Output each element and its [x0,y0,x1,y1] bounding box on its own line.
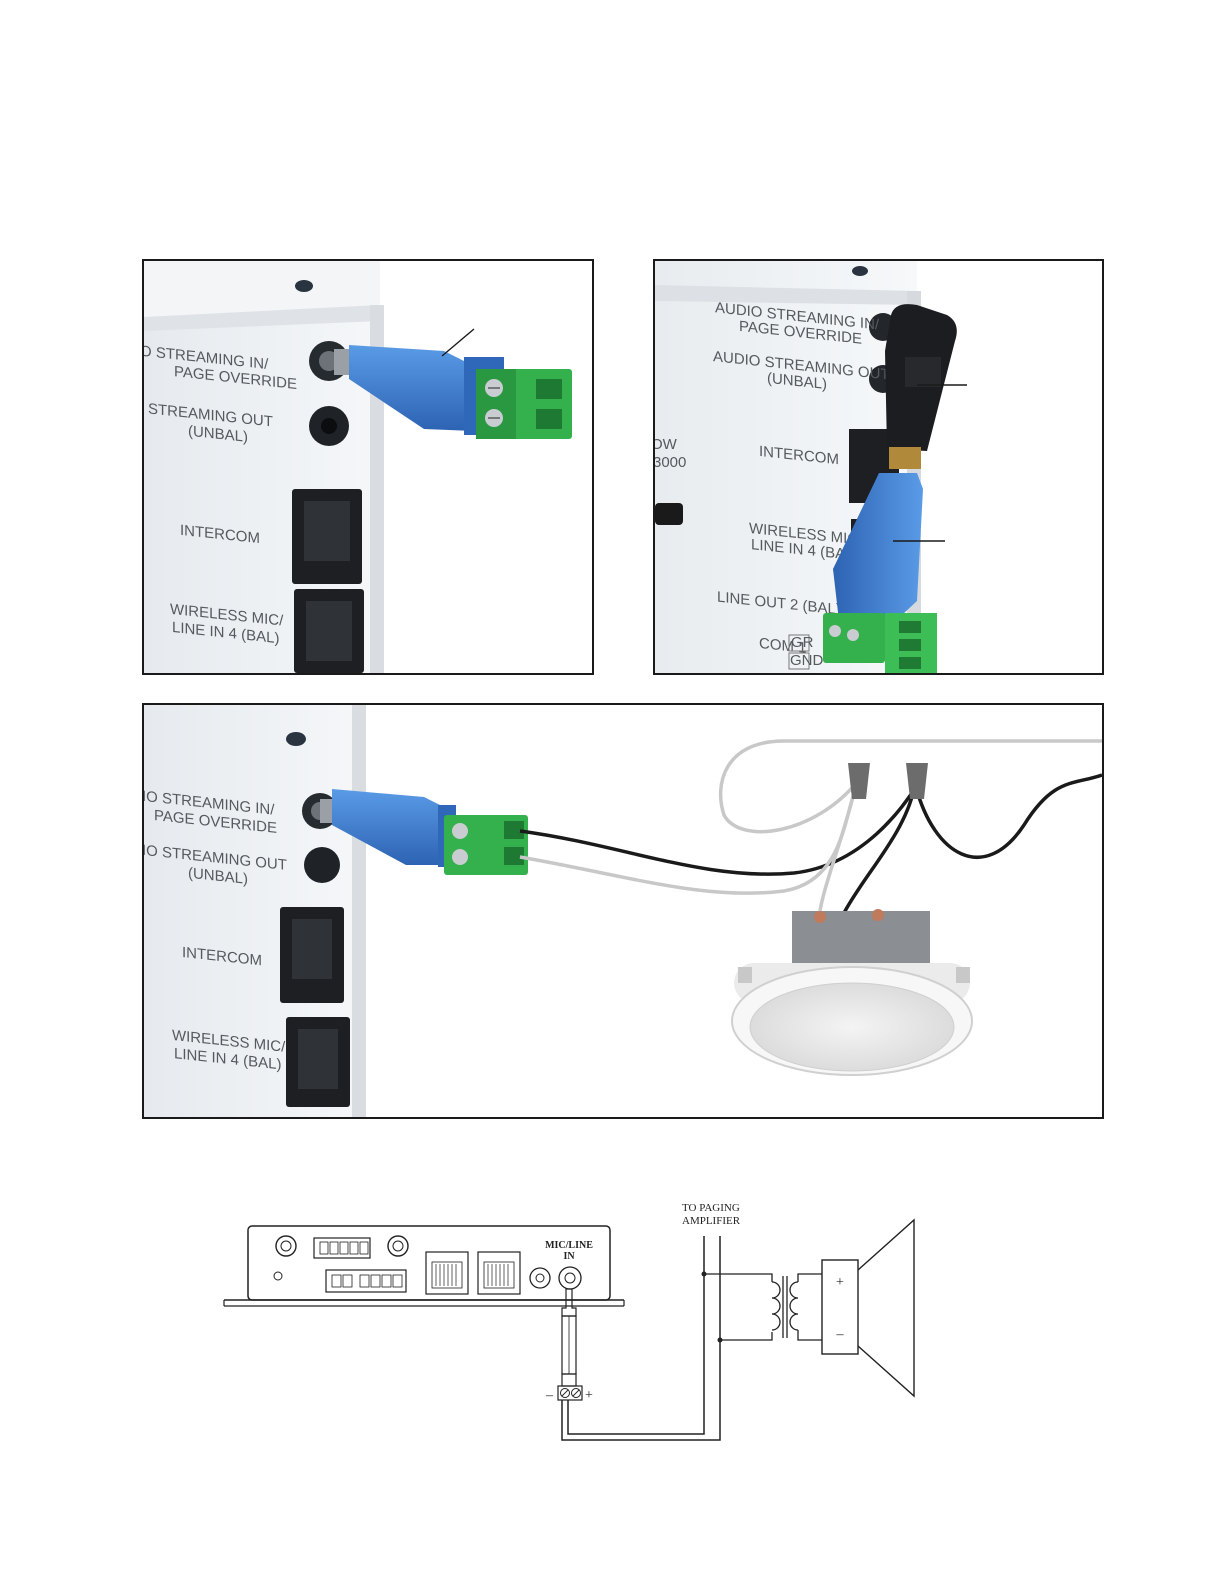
adapter-3-5mm-to-terminal [334,345,572,439]
terminal-header-bottom [325,1269,407,1293]
terminal-plus-label: + [585,1388,593,1403]
wire-black-1 [519,786,918,876]
adapter-3-5mm-to-terminal [823,473,937,673]
screw-terminal-icon [557,1385,583,1401]
mic-line-in-label: IN [563,1251,575,1262]
speaker-driver-basket [792,911,930,971]
jack-streaming-out [304,847,340,883]
label-unbal: (UNBAL) [767,370,827,393]
adapter-3-5mm-to-terminal [320,789,528,875]
wire-black-speaker [842,788,916,914]
wire-gray-loop [718,739,1102,834]
wire-nut-icon [906,763,928,799]
callout-line [441,328,475,357]
logo-text: OW [655,436,678,453]
transformer-icon [771,1276,799,1338]
wire-gray-1 [519,780,860,895]
photo-panel-right-angle: OW 3000 AUDIO STREAMING IN/ PAGE OVERRID… [653,259,1104,675]
screw-icon [286,732,306,746]
adapter-photo: O STREAMING IN/ PAGE OVERRIDE STREAMING … [144,261,572,673]
terminal-minus-label: – [545,1388,554,1403]
photo-panel-speaker-wiring: IO STREAMING IN/ PAGE OVERRIDE IO STREAM… [142,703,1104,1119]
enclosure-slot [655,503,683,525]
knob-icon [387,1235,409,1257]
wire-gray-speaker [818,784,858,912]
wire-nut-icon [848,763,870,799]
speaker-wiring-photo: IO STREAMING IN/ PAGE OVERRIDE IO STREAM… [144,705,1102,1117]
model-text: 3000 [655,454,686,471]
speaker-plus-label: + [836,1275,844,1290]
speaker-minus-label: – [836,1327,845,1342]
screw-icon [852,266,868,276]
terminal-header-top [313,1237,371,1259]
label-unbal: (UNBAL) [188,865,248,888]
amplifier-unit [247,1225,611,1301]
mic-line-label: MIC/LINE [545,1240,593,1251]
jack-icon [529,1267,551,1289]
led-icon [273,1271,283,1281]
wire-plus [567,1236,705,1435]
speaker-grille [749,982,955,1072]
knob-icon [275,1235,297,1257]
paging-label-line2: AMPLIFIER [682,1215,741,1227]
label-gnd: GND [790,652,824,669]
screw-icon [295,280,313,292]
rj45-port-icon [477,1251,521,1295]
speaker-magnet [821,1259,859,1355]
wiring-schematic: MIC/LINE IN – + TO PAGING AMPLIFIER + – [223,1202,915,1441]
wire-black-run [914,773,1102,859]
right-angle-photo: OW 3000 AUDIO STREAMING IN/ PAGE OVERRID… [655,261,967,673]
ceiling-speaker [731,909,973,1076]
plug-gold-ring [889,447,921,469]
rj45-port-icon [425,1251,469,1295]
speaker-cone-icon [857,1218,915,1398]
photo-panel-adapter: O STREAMING IN/ PAGE OVERRIDE STREAMING … [142,259,594,675]
label-gr: GR [791,634,814,651]
label-unbal: (UNBAL) [188,423,248,446]
right-angle-plug [885,304,957,469]
paging-label-line1: TO PAGING [682,1202,740,1214]
